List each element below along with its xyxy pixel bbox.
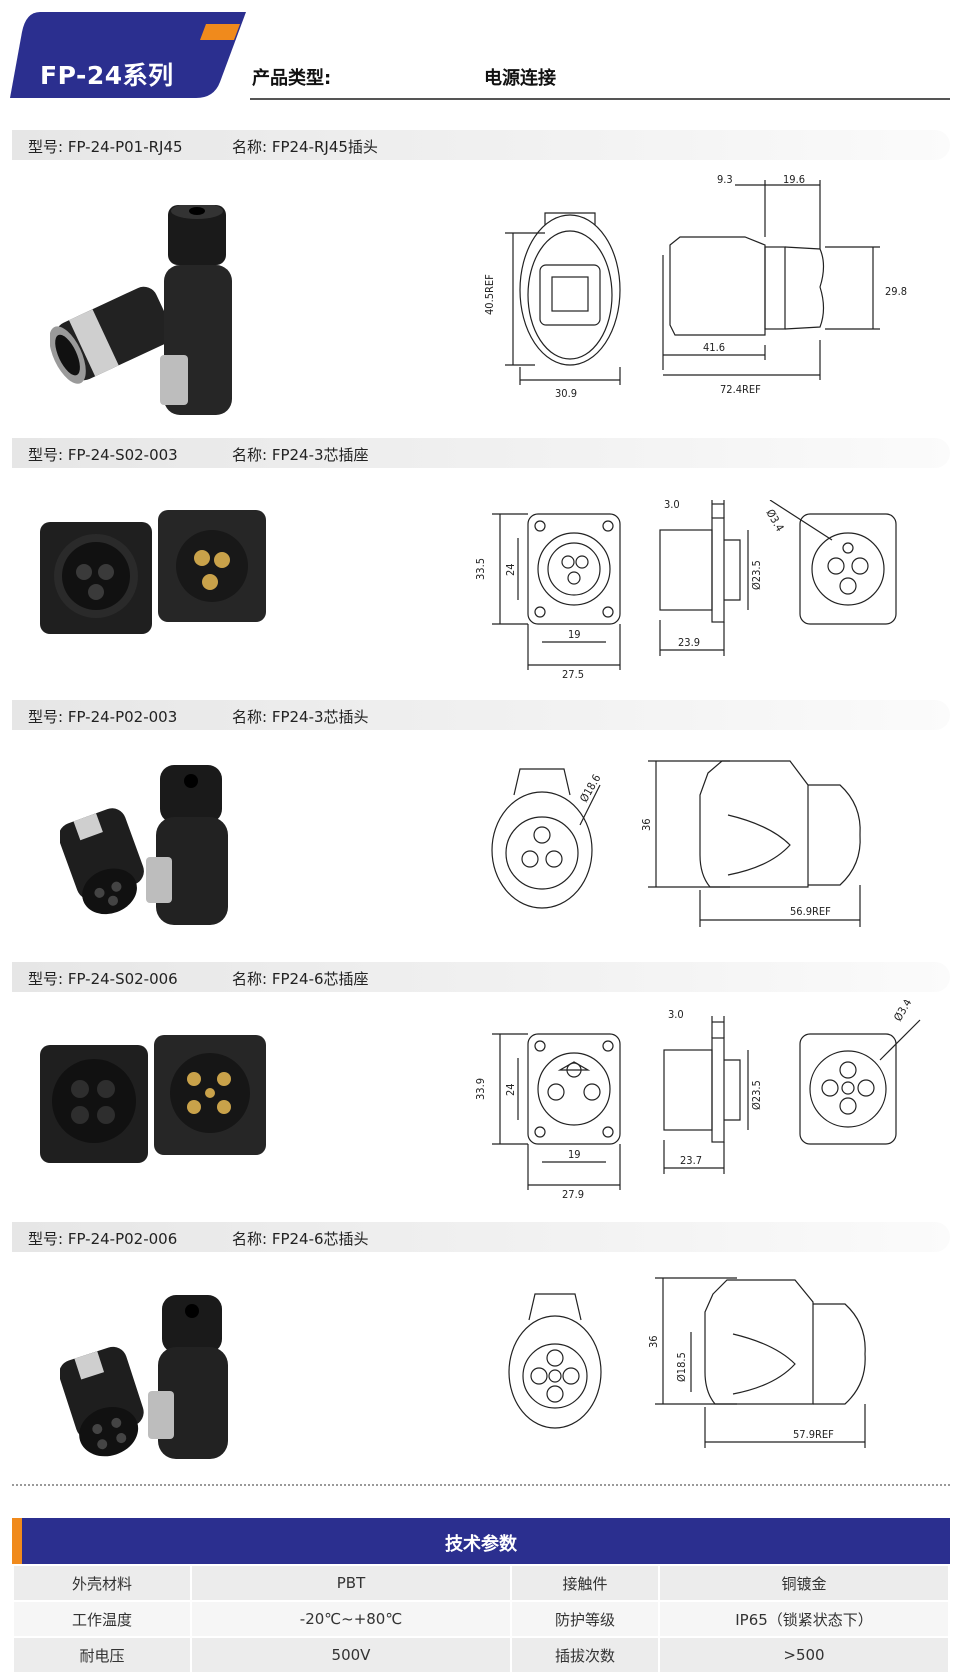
section-name: 名称: FP24-6芯插头 (232, 1230, 369, 1248)
spec-value: -20℃~+80℃ (190, 1600, 512, 1638)
dim-label: Ø3.4 (763, 507, 786, 534)
dim-label: 27.5 (562, 668, 584, 680)
section-model: 型号: FP-24-P02-006 (28, 1230, 178, 1248)
drawing-6pin-socket: 3.0 33.9 24 19 27.9 23.7 Ø23.5 Ø3.4 (470, 997, 940, 1204)
section-bar-6pin-socket: 型号: FP-24-S02-006 名称: FP24-6芯插座 (12, 962, 950, 992)
section-model: 型号: FP-24-P02-003 (28, 708, 178, 726)
spec-accent (12, 1518, 22, 1564)
dim-label: Ø23.5 (750, 1080, 763, 1110)
section-name: 名称: FP24-RJ45插头 (232, 138, 378, 156)
spec-value: 铜镀金 (658, 1564, 950, 1602)
dim-label: 19 (568, 628, 581, 641)
section-name: 名称: FP24-6芯插座 (232, 970, 369, 988)
badge-shape (10, 12, 246, 98)
dim-label: Ø18.5 (675, 1352, 688, 1382)
spec-table: 外壳材料 PBT 接触件 铜镀金 工作温度 -20℃~+80℃ 防护等级 IP6… (12, 1564, 950, 1674)
dim-label: Ø3.4 (891, 1000, 914, 1024)
spec-value: IP65（锁紧状态下） (658, 1600, 950, 1638)
dim-label: 23.7 (680, 1154, 702, 1167)
dim-label: 57.9REF (793, 1428, 834, 1441)
section-bar-3pin-socket: 型号: FP-24-S02-003 名称: FP24-3芯插座 (12, 438, 950, 468)
dim-label: 33.9 (474, 1078, 487, 1100)
series-title: FP-24系列 (40, 61, 174, 90)
drawing-6pin-plug: 36 Ø18.5 57.9REF (505, 1272, 945, 1466)
table-row: 工作温度 -20℃~+80℃ 防护等级 IP65（锁紧状态下） (12, 1600, 950, 1638)
section-model: 型号: FP-24-P01-RJ45 (28, 138, 183, 156)
table-row: 外壳材料 PBT 接触件 铜镀金 (12, 1564, 950, 1602)
product-photo-6pin-socket (40, 1035, 270, 1179)
product-type-value: 电源连接 (484, 68, 556, 89)
dim-label: 40.5REF (483, 274, 496, 315)
dim-label: 19.6 (783, 175, 805, 186)
dim-label: 72.4REF (720, 383, 761, 396)
section-name: 名称: FP24-3芯插头 (232, 708, 369, 726)
spec-key: 插拔次数 (510, 1636, 660, 1674)
section-divider (12, 1484, 950, 1486)
dim-label: 36 (640, 818, 653, 831)
spec-key: 外壳材料 (12, 1564, 192, 1602)
spec-value: 500V (190, 1636, 512, 1674)
spec-key: 接触件 (510, 1564, 660, 1602)
product-photo-6pin-plug (59, 1295, 240, 1469)
series-badge: FP-24系列 (10, 12, 246, 98)
drawing-rj45-plug: 9.3 19.6 40.5REF 29.8 30.9 41.6 72.4REF (475, 173, 945, 414)
drawing-3pin-socket: 3.0 33.5 24 19 27.5 23.9 Ø23.5 Ø3.4 (470, 498, 940, 684)
dim-label: 19 (568, 1148, 581, 1161)
section-bar-3pin-plug: 型号: FP-24-P02-003 名称: FP24-3芯插头 (12, 700, 950, 730)
section-model: 型号: FP-24-S02-003 (28, 446, 178, 464)
dim-label: 23.9 (678, 636, 700, 649)
product-photo-rj45-plug (49, 203, 260, 419)
dim-label: 56.9REF (790, 905, 831, 918)
spec-key: 耐电压 (12, 1636, 192, 1674)
dim-label: 33.5 (474, 558, 487, 580)
dim-label: 30.9 (555, 387, 577, 400)
dim-label: 9.3 (717, 175, 733, 186)
table-row: 耐电压 500V 插拔次数 >500 (12, 1636, 950, 1674)
section-model: 型号: FP-24-S02-006 (28, 970, 178, 988)
dim-label: 3.0 (668, 1008, 684, 1021)
section-bar-rj45: 型号: FP-24-P01-RJ45 名称: FP24-RJ45插头 (12, 130, 950, 160)
dim-label: Ø18.6 (577, 772, 603, 804)
drawing-3pin-plug: Ø18.6 36 56.9REF (490, 755, 940, 944)
dim-label: 3.0 (664, 500, 680, 511)
section-bar-6pin-plug: 型号: FP-24-P02-006 名称: FP24-6芯插头 (12, 1222, 950, 1252)
dim-label: 36 (647, 1335, 660, 1348)
spec-title: 技术参数 (445, 1534, 517, 1555)
dim-label: 29.8 (885, 285, 907, 298)
dim-label: Ø23.5 (750, 560, 763, 590)
product-photo-3pin-socket (40, 510, 270, 654)
spec-value: >500 (658, 1636, 950, 1674)
spec-title-bar: 技术参数 (12, 1518, 950, 1564)
spec-key: 工作温度 (12, 1600, 192, 1638)
dim-label: 27.9 (562, 1188, 584, 1200)
spec-value: PBT (190, 1564, 512, 1602)
section-name: 名称: FP24-3芯插座 (232, 446, 369, 464)
dim-label: 41.6 (703, 341, 725, 354)
header-divider (250, 98, 950, 100)
spec-key: 防护等级 (510, 1600, 660, 1638)
dim-label: 24 (504, 563, 517, 576)
product-type-label: 产品类型: (252, 68, 332, 89)
dim-label: 24 (504, 1083, 517, 1096)
product-photo-3pin-plug (58, 765, 240, 929)
